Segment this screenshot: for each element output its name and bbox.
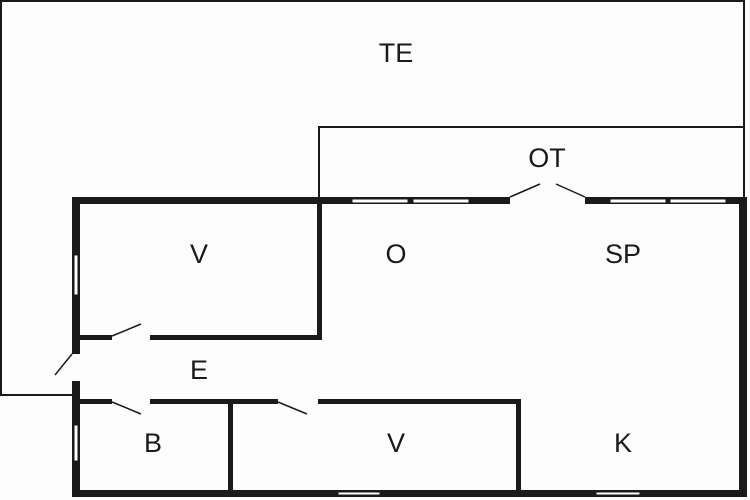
room-label-bathroom: B <box>144 428 162 458</box>
room-label-covered-terrace: OT <box>528 143 566 173</box>
window <box>669 198 727 204</box>
window <box>609 198 667 204</box>
covered-terrace-outline <box>318 126 745 198</box>
window <box>337 491 381 496</box>
wall-bedroom1-bottom-b <box>150 335 322 340</box>
wall-kitchen-left <box>516 399 521 497</box>
wall-bedroom1-bottom-a <box>79 335 112 340</box>
room-label-living: O <box>385 239 406 269</box>
door-bathroom <box>111 401 142 415</box>
windows <box>73 198 727 496</box>
wall-lower-b <box>150 399 278 404</box>
wall-bottom <box>72 490 747 497</box>
window <box>412 198 470 204</box>
terrace-outline <box>0 0 745 396</box>
walls <box>72 197 747 497</box>
window <box>73 254 79 296</box>
door-bedroom1 <box>111 323 142 337</box>
window <box>595 491 641 496</box>
door-terrace-left <box>509 183 541 198</box>
room-label-kitchen: K <box>614 428 632 458</box>
room-label-bedroom-2: V <box>387 428 405 458</box>
wall-lower-c <box>318 399 520 404</box>
door-bedroom2 <box>277 401 308 415</box>
room-label-bedroom-1: V <box>190 239 208 269</box>
door-swings <box>54 183 586 415</box>
wall-bath-right <box>228 399 233 497</box>
room-label-entrance: E <box>190 355 208 385</box>
window <box>73 424 79 462</box>
door-terrace-right <box>555 183 586 198</box>
room-label-terrace: TE <box>379 38 414 68</box>
wall-bedroom1-right <box>317 197 322 340</box>
window <box>351 198 409 204</box>
room-label-dining: SP <box>605 239 641 269</box>
wall-lower-a <box>79 399 112 404</box>
wall-top <box>72 197 510 204</box>
door-entrance <box>54 353 73 376</box>
wall-right <box>739 197 747 497</box>
